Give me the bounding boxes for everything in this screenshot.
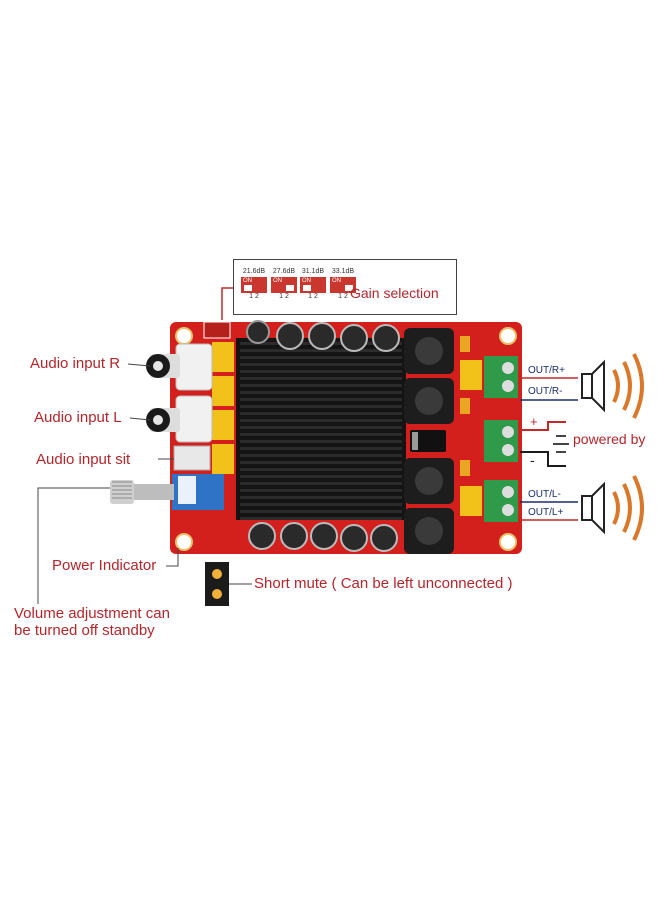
volume-label-line2: be turned off standby xyxy=(14,622,155,639)
gain-connector-line xyxy=(221,287,233,320)
out-r-plus-label: OUT/R+ xyxy=(528,365,565,376)
capacitors-top xyxy=(246,320,400,352)
dip-switch xyxy=(203,321,231,339)
gain-selection-label: Gain selection xyxy=(350,285,439,301)
dip-on-label: ON xyxy=(273,278,282,284)
dip-pin-numbers: 1 2 xyxy=(249,293,259,300)
leader-line-l xyxy=(129,417,151,421)
gain-option: 33.1dB ON 1 2 xyxy=(330,268,356,300)
gain-option-db: 33.1dB xyxy=(331,268,355,275)
inductors xyxy=(404,328,454,554)
gain-option: 31.1dB ON 1 2 xyxy=(300,268,326,300)
leader-line-volume xyxy=(37,487,110,604)
diode xyxy=(410,430,446,452)
gain-option: 27.6dB ON 1 2 xyxy=(271,268,297,300)
leader-line-r xyxy=(127,363,151,367)
mute-jumper xyxy=(205,562,229,606)
out-r-minus-label: OUT/R- xyxy=(528,386,563,397)
audio-input-l-label: Audio input L xyxy=(34,409,122,426)
film-capacitors-right xyxy=(460,336,482,516)
terminal-blocks xyxy=(484,356,518,522)
dip-pin-numbers: 1 2 xyxy=(308,293,318,300)
power-plus-sign: + xyxy=(530,414,538,429)
speaker-l xyxy=(581,475,644,541)
dip-switch-icon: ON xyxy=(271,277,297,293)
mount-hole xyxy=(499,533,517,551)
audio-sit-connector xyxy=(173,445,211,471)
power-indicator-label: Power Indicator xyxy=(52,557,157,574)
dip-pin-numbers: 1 2 xyxy=(279,293,289,300)
dip-switch-icon: ON xyxy=(330,277,356,293)
heatsink xyxy=(236,338,406,520)
out-l-plus-label: OUT/L+ xyxy=(528,507,564,518)
volume-potentiometer xyxy=(110,474,224,510)
power-minus-sign: - xyxy=(530,452,535,468)
film-capacitors-left xyxy=(212,342,234,474)
audio-input-r-label: Audio input R xyxy=(30,355,121,372)
dip-switch-icon: ON xyxy=(241,277,267,293)
leader-line-power xyxy=(166,548,179,567)
gain-selection-box: 21.6dB ON 1 2 27.6dB ON 1 2 31.1dB ON 1 2 33.1dB O… xyxy=(233,259,457,315)
dip-pin-numbers: 1 2 xyxy=(338,293,348,300)
dip-on-label: ON xyxy=(243,278,252,284)
short-mute-label: Short mute ( Can be left unconnected ) xyxy=(254,575,513,592)
dip-switch-icon: ON xyxy=(300,277,326,293)
dip-on-label: ON xyxy=(332,278,341,284)
powered-by-label: powered by xyxy=(573,431,646,447)
volume-label-line1: Volume adjustment can xyxy=(14,605,170,622)
audio-input-sit-label: Audio input sit xyxy=(36,451,131,468)
mount-hole xyxy=(175,533,193,551)
power-supply-symbol xyxy=(520,421,569,467)
mount-hole xyxy=(175,327,193,345)
speaker-r xyxy=(581,353,644,419)
gain-option-db: 27.6dB xyxy=(272,268,296,275)
capacitors-bottom xyxy=(248,522,398,552)
mount-hole xyxy=(499,327,517,345)
gain-option-db: 21.6dB xyxy=(242,268,266,275)
gain-option: 21.6dB ON 1 2 xyxy=(241,268,267,300)
rca-jack-l xyxy=(146,395,213,443)
gain-option-db: 31.1dB xyxy=(301,268,325,275)
rca-jack-r xyxy=(146,343,213,391)
dip-on-label: ON xyxy=(302,278,311,284)
out-l-minus-label: OUT/L- xyxy=(528,489,561,500)
